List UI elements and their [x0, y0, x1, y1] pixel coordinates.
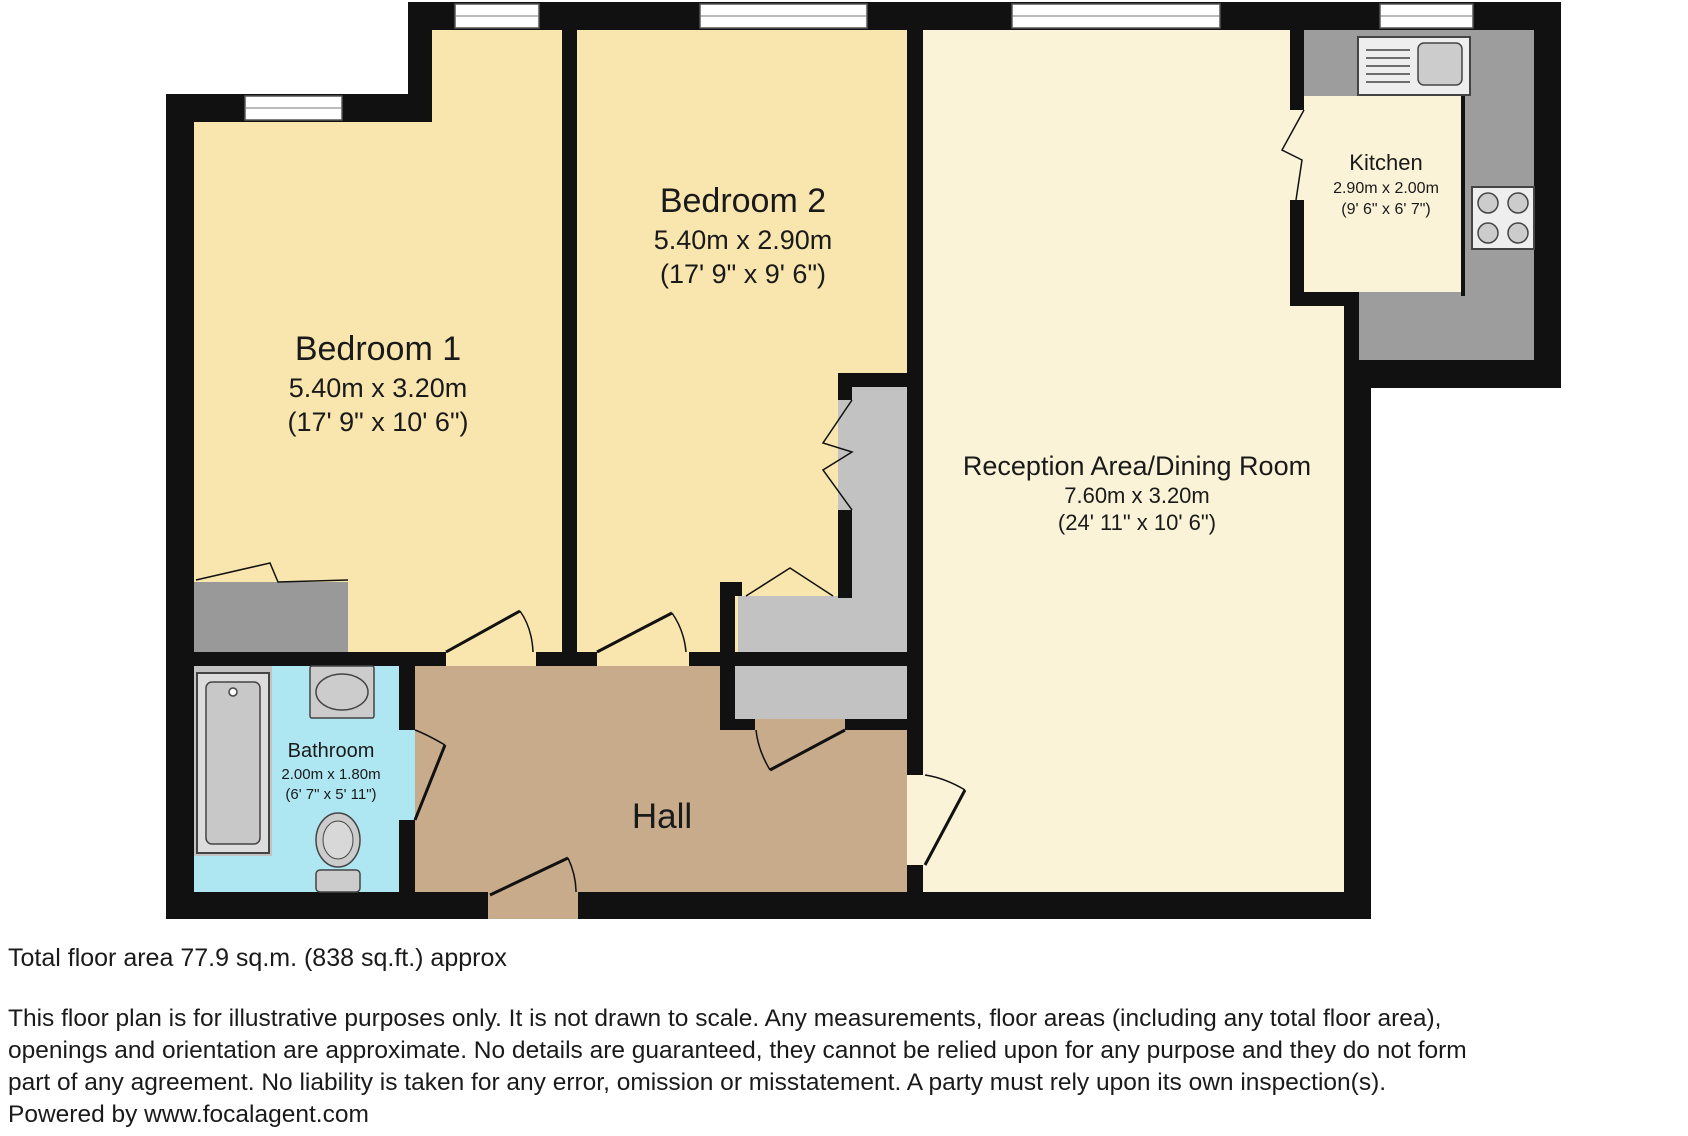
- kitchen-hob: [1471, 186, 1535, 250]
- basin: [309, 665, 375, 719]
- disclaimer-line: openings and orientation are approximate…: [8, 1037, 1467, 1064]
- room-label-reception: Reception Area/Dining Room 7.60m x 3.20m…: [963, 451, 1311, 535]
- powered-by: Powered by www.focalagent.com: [8, 1101, 369, 1128]
- bathroom-imperial: (6' 7" x 5' 11"): [285, 786, 376, 803]
- floor-plan: Bedroom 1 5.40m x 3.20m (17' 9" x 10' 6"…: [166, 2, 1561, 919]
- hall-name: Hall: [632, 797, 692, 836]
- bathroom-name: Bathroom: [288, 740, 375, 762]
- door-openings: [399, 110, 1304, 919]
- door-gap-bedroom1: [446, 652, 536, 666]
- bathroom-metric: 2.00m x 1.80m: [281, 766, 380, 783]
- door-gap-bedroom2-cupboard: [838, 400, 852, 510]
- disclaimer-line: This floor plan is for illustrative purp…: [8, 1005, 1442, 1032]
- door-gap-kitchen: [1290, 110, 1304, 200]
- room-floors: [194, 30, 1534, 892]
- reception-name: Reception Area/Dining Room: [963, 451, 1311, 481]
- bedroom1-imperial: (17' 9" x 10' 6"): [287, 407, 468, 437]
- reception-metric: 7.60m x 3.20m: [1064, 483, 1210, 508]
- room-label-bedroom2: Bedroom 2 5.40m x 2.90m (17' 9" x 9' 6"): [654, 182, 833, 289]
- bedroom2-imperial: (17' 9" x 9' 6"): [660, 259, 826, 289]
- room-label-hall: Hall: [632, 797, 692, 836]
- bedroom1-name: Bedroom 1: [295, 330, 461, 368]
- hall-floor: [415, 666, 907, 892]
- total-floor-area: Total floor area 77.9 sq.m. (838 sq.ft.)…: [8, 944, 507, 972]
- door-gap-reception: [907, 775, 923, 865]
- room-label-kitchen: Kitchen 2.90m x 2.00m (9' 6" x 6' 7"): [1333, 150, 1439, 218]
- window-glazing-lines: [245, 15, 1473, 109]
- kitchen-imperial: (9' 6" x 6' 7"): [1341, 201, 1431, 218]
- entrance-threshold: [488, 891, 578, 919]
- kitchen-floor: [1304, 96, 1464, 292]
- disclaimer-line: part of any agreement. No liability is t…: [8, 1069, 1387, 1096]
- door-gap-bathroom: [399, 730, 415, 820]
- bedroom1-floor: [194, 30, 562, 652]
- bedroom1-wardrobe: [194, 582, 348, 652]
- room-label-bathroom: Bathroom 2.00m x 1.80m (6' 7" x 5' 11"): [281, 740, 380, 803]
- door-gap-cupboard: [755, 719, 845, 730]
- reception-imperial: (24' 11" x 10' 6"): [1058, 510, 1216, 535]
- bedroom1-metric: 5.40m x 3.20m: [289, 373, 468, 403]
- bedroom2-cupboard: [738, 387, 907, 652]
- kitchen-sink: [1357, 36, 1471, 96]
- door-swings: [195, 109, 1305, 897]
- bedroom2-name: Bedroom 2: [660, 182, 826, 220]
- bathtub: [196, 672, 270, 854]
- bedroom2-metric: 5.40m x 2.90m: [654, 225, 833, 255]
- kitchen-metric: 2.90m x 2.00m: [1333, 180, 1439, 197]
- toilet: [315, 812, 361, 893]
- hall-cupboard: [735, 666, 907, 719]
- disclaimer: This floor plan is for illustrative purp…: [8, 1003, 1680, 1131]
- internal-walls: [194, 30, 1465, 892]
- kitchen-name: Kitchen: [1349, 150, 1422, 175]
- room-label-bedroom1: Bedroom 1 5.40m x 3.20m (17' 9" x 10' 6"…: [287, 330, 468, 437]
- door-gap-bedroom2: [597, 652, 689, 666]
- reception-floor: [923, 30, 1344, 892]
